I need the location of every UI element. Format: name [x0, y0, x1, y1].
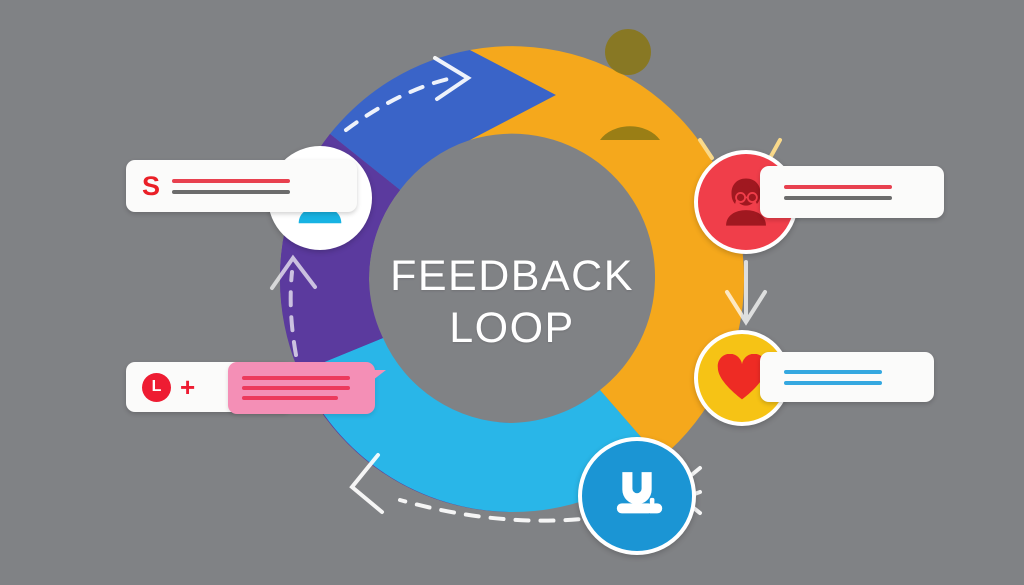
bubble-line: [242, 396, 338, 400]
bubble-line: [242, 386, 350, 390]
callout-card-top-left[interactable]: S: [126, 160, 357, 212]
heart-icon: [717, 354, 767, 400]
card-badge-s: S: [142, 170, 161, 201]
card-lines: [784, 369, 882, 385]
card-badge-l: L: [142, 372, 171, 402]
callout-card-middle-right[interactable]: [760, 352, 934, 402]
user-message-icon: [616, 472, 663, 514]
bubble-lines: [242, 376, 350, 400]
flow-arrow-left: [270, 254, 317, 357]
card-line: [784, 369, 882, 374]
callout-card-top-right[interactable]: [760, 166, 944, 218]
card-lines: [784, 184, 892, 200]
card-lines: [172, 178, 291, 194]
person-with-glasses-icon: [726, 178, 766, 226]
ring-segment-collect: [330, 50, 556, 190]
flow-arrow-right: [725, 260, 767, 326]
card-line: [172, 189, 291, 194]
bubble-line: [242, 376, 350, 380]
card-line: [172, 178, 291, 183]
card-line: [784, 380, 882, 385]
person-silhouette-icon: [600, 29, 660, 140]
card-plus-icon: +: [180, 372, 196, 402]
node-connector-ticks: [698, 138, 782, 160]
node-support[interactable]: [578, 437, 696, 555]
ring-segment-analyze: [470, 46, 745, 460]
card-line: [784, 184, 892, 189]
speech-bubble[interactable]: [228, 362, 386, 414]
flow-arrow-top: [344, 56, 472, 132]
node-satisfaction[interactable]: [694, 330, 790, 426]
card-line: [784, 195, 892, 200]
